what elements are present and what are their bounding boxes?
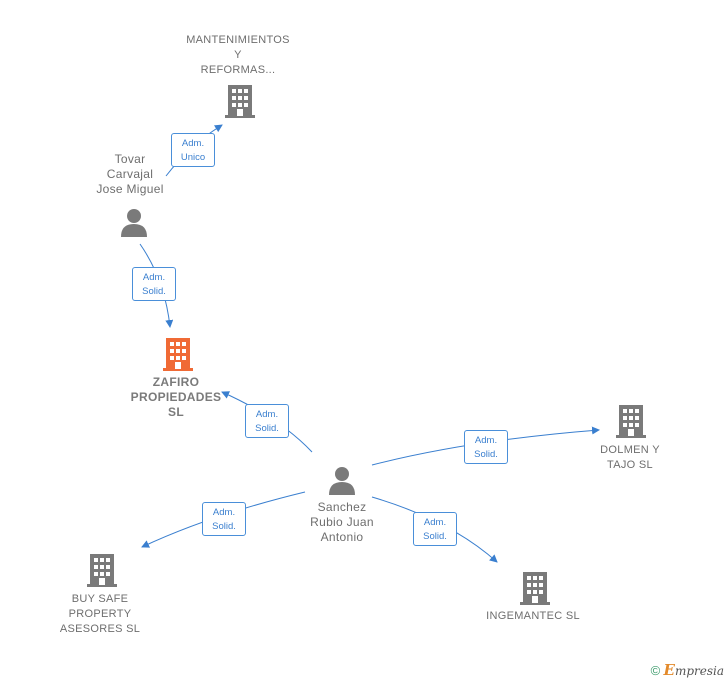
person-node-sanchez[interactable] (328, 466, 356, 496)
company-node-dolmen[interactable] (615, 404, 647, 438)
company-node-zafiro[interactable] (162, 337, 194, 371)
building-icon (163, 338, 193, 371)
edge-label-sanchez-buysafe[interactable]: Adm. Solid. (202, 502, 246, 536)
building-icon (616, 405, 646, 438)
building-icon (520, 572, 550, 605)
person-node-tovar[interactable] (120, 208, 148, 238)
company-node-ingemantec[interactable] (519, 571, 551, 605)
person-label-sanchez[interactable]: Sanchez Rubio Juan Antonio (310, 500, 374, 544)
company-label-buysafe[interactable]: BUY SAFE PROPERTY ASESORES SL (59, 593, 141, 635)
person-label-tovar[interactable]: Tovar Carvajal Jose Miguel (96, 152, 164, 196)
company-label-mantenimientos[interactable]: MANTENIMIENTOS Y REFORMAS... (186, 34, 290, 76)
person-icon (121, 209, 147, 237)
edge-label-sanchez-ingemantec[interactable]: Adm. Solid. (413, 512, 457, 546)
person-icon (329, 467, 355, 495)
company-node-buysafe[interactable] (86, 553, 118, 587)
company-label-dolmen[interactable]: DOLMEN Y TAJO SL (600, 444, 660, 471)
company-node-mantenimientos[interactable] (224, 84, 256, 118)
building-icon (225, 85, 255, 118)
edge-label-tovar-mantenimientos[interactable]: Adm. Unico (171, 133, 215, 167)
edge-label-tovar-zafiro[interactable]: Adm. Solid. (132, 267, 176, 301)
brand-logo: Empresia (663, 661, 725, 679)
company-label-zafiro[interactable]: ZAFIRO PROPIEDADES SL (130, 375, 222, 419)
footer-brand[interactable]: © Empresia (651, 661, 724, 679)
company-label-ingemantec[interactable]: INGEMANTEC SL (486, 610, 580, 622)
copyright-symbol: © (650, 663, 661, 678)
edge-label-sanchez-dolmen[interactable]: Adm. Solid. (464, 430, 508, 464)
building-icon (87, 554, 117, 587)
edge-label-sanchez-zafiro[interactable]: Adm. Solid. (245, 404, 289, 438)
